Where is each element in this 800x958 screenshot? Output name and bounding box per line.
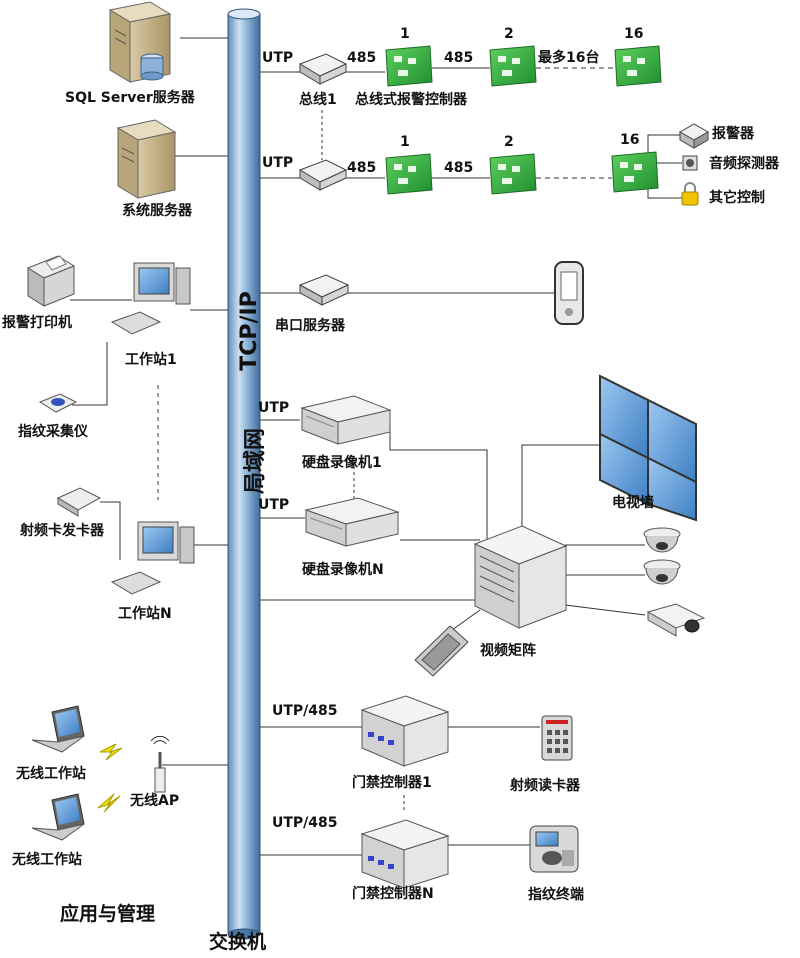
access-controller-1-icon — [360, 695, 450, 767]
dome-camera-1-icon — [643, 527, 681, 553]
dome-camera-2-icon — [643, 559, 681, 585]
r1-485-a: 485 — [347, 50, 377, 66]
bus-controller-label: 总线式报警控制器 — [355, 92, 467, 108]
access-controller-n-icon — [360, 819, 450, 889]
video-matrix-icon — [473, 525, 568, 629]
box-camera-icon — [646, 603, 706, 637]
workstation-1-icon — [110, 262, 191, 335]
handheld-device-icon — [554, 261, 584, 325]
fingerprint-terminal-icon — [529, 825, 579, 873]
backbone-protocol-label: TCP/IP — [237, 291, 262, 371]
sql-server-icon — [108, 1, 172, 83]
fingerprint-scanner-label: 指纹采集仪 — [18, 424, 88, 440]
line-rf-issuer-wsN — [100, 501, 121, 560]
r1-board-16-number: 16 — [624, 26, 644, 42]
dvr-1-icon — [300, 395, 392, 445]
rf-card-reader-icon — [541, 715, 573, 761]
r2-board-2-number: 2 — [504, 134, 514, 150]
alarm-board-r2-1-icon — [385, 153, 433, 195]
system-server-label: 系统服务器 — [122, 203, 192, 219]
line-matrix-cam — [564, 604, 646, 616]
wireless-ap-label: 无线AP — [130, 793, 180, 809]
printer-label: 报警打印机 — [2, 315, 72, 331]
sql-server-label: SQL Server服务器 — [65, 90, 195, 106]
video-utp-1-label: UTP — [258, 400, 290, 416]
other-control-label: 其它控制 — [709, 190, 765, 206]
audio-detector-label: 音频探测器 — [709, 156, 779, 172]
rf-issuer-label: 射频卡发卡器 — [20, 523, 104, 539]
r2-485-b: 485 — [444, 160, 474, 176]
max-controllers-label: 最多16台 — [538, 50, 600, 66]
alarm-utp-2-label: UTP — [262, 155, 294, 171]
audio-detector-icon — [682, 155, 698, 171]
alarm-board-r2-2-icon — [489, 153, 537, 195]
lan-backbone — [227, 8, 261, 940]
access-utp485-2-label: UTP/485 — [272, 815, 338, 831]
control-keyboard-icon — [414, 625, 469, 677]
bus-module-1-icon — [298, 53, 348, 85]
alarm-board-r1-1-icon — [385, 45, 433, 87]
wireless-workstation-2-icon — [31, 793, 85, 841]
line-dvr1-matrix — [389, 432, 488, 540]
access-utp485-1-label: UTP/485 — [272, 703, 338, 719]
dvr-n-label: 硬盘录像机N — [302, 562, 384, 578]
workstation-n-icon — [110, 521, 195, 595]
video-matrix-label: 视频矩阵 — [480, 643, 536, 659]
rf-reader-label: 射频读卡器 — [510, 778, 580, 794]
dvr-n-icon — [304, 497, 400, 547]
connection-lines — [70, 37, 682, 856]
bus-1-label: 总线1 — [299, 92, 337, 108]
r1-board-2-number: 2 — [504, 26, 514, 42]
wireless-ap-icon — [150, 735, 170, 793]
alarm-board-r1-16-icon — [614, 45, 662, 87]
r2-board-1-number: 1 — [400, 134, 410, 150]
wireless-workstation-1-icon — [31, 705, 85, 753]
alarm-board-r1-2-icon — [489, 45, 537, 87]
section-title: 应用与管理 — [60, 903, 156, 925]
line-to-alarm — [647, 134, 682, 158]
r2-485-a: 485 — [347, 160, 377, 176]
r1-485-b: 485 — [444, 50, 474, 66]
alarm-utp-1-label: UTP — [262, 50, 294, 66]
alarm-board-r2-16-icon — [611, 151, 659, 193]
workstation-n-label: 工作站N — [118, 606, 172, 622]
wireless-signal-icon — [97, 743, 123, 813]
workstation-1-label: 工作站1 — [125, 352, 177, 368]
r1-board-1-number: 1 — [400, 26, 410, 42]
fingerprint-terminal-label: 指纹终端 — [528, 887, 584, 903]
lock-icon — [681, 182, 699, 206]
dvr-1-label: 硬盘录像机1 — [302, 455, 382, 471]
r2-board-16-number: 16 — [620, 132, 640, 148]
video-utp-2-label: UTP — [258, 497, 290, 513]
fingerprint-scanner-icon — [38, 393, 78, 413]
access-controller-n-label: 门禁控制器N — [352, 886, 434, 902]
printer-icon — [26, 255, 76, 307]
alarm-siren-icon — [678, 123, 710, 149]
wireless-workstation-1-label: 无线工作站 — [16, 766, 86, 782]
line-matrix-tvwall — [521, 444, 600, 530]
serial-server-label: 串口服务器 — [275, 318, 345, 334]
tv-wall-icon — [599, 374, 697, 522]
tv-wall-label: 电视墙 — [612, 495, 654, 511]
switch-label: 交换机 — [209, 931, 267, 953]
serial-server-icon — [298, 274, 350, 306]
wireless-workstation-2-label: 无线工作站 — [12, 852, 82, 868]
bus-module-2-icon — [298, 159, 348, 191]
system-server-icon — [116, 119, 177, 199]
alarm-device-label: 报警器 — [712, 126, 754, 142]
rf-card-issuer-icon — [56, 487, 102, 517]
access-controller-1-label: 门禁控制器1 — [352, 775, 432, 791]
line-fingerprint-ws1 — [72, 342, 108, 406]
